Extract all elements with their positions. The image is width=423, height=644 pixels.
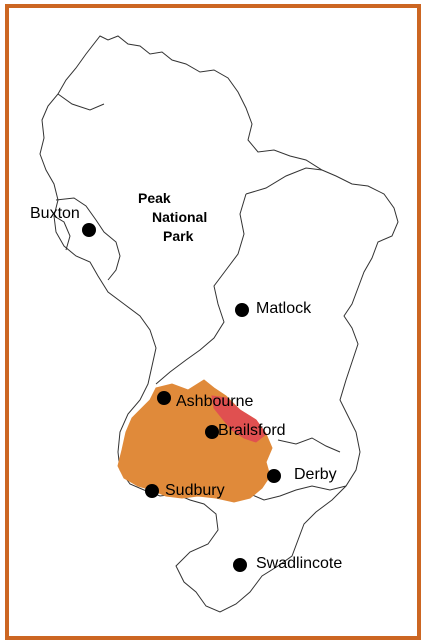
derby-marker [267, 469, 281, 483]
district-boundary-north [57, 93, 105, 111]
highlight-subregion [211, 395, 267, 443]
park-label-line3: Park [163, 228, 194, 244]
district-boundary-buxton [53, 215, 71, 251]
park-label-line2: National [152, 209, 208, 225]
derby-label: Derby [294, 466, 337, 483]
swadlincote-label: Swadlincote [256, 555, 343, 572]
swadlincote-marker [233, 558, 247, 572]
matlock-marker [235, 303, 249, 317]
brailsford-label: Brailsford [218, 422, 286, 439]
ashbourne-label: Ashbourne [176, 393, 254, 410]
district-boundary-west [55, 197, 121, 281]
brailsford-marker [205, 425, 219, 439]
buxton-label: Buxton [30, 205, 80, 222]
district-boundary-peak-east [155, 193, 247, 385]
district-boundary-east [245, 167, 323, 195]
sudbury-marker [145, 484, 159, 498]
park-label-line1: Peak [138, 190, 171, 206]
district-boundary-south [249, 485, 347, 501]
ashbourne-marker [157, 391, 171, 405]
county-boundary [39, 35, 399, 613]
buxton-marker [82, 223, 96, 237]
matlock-label: Matlock [256, 300, 312, 317]
sudbury-label: Sudbury [165, 482, 225, 499]
district-boundary-southeast [277, 437, 341, 453]
